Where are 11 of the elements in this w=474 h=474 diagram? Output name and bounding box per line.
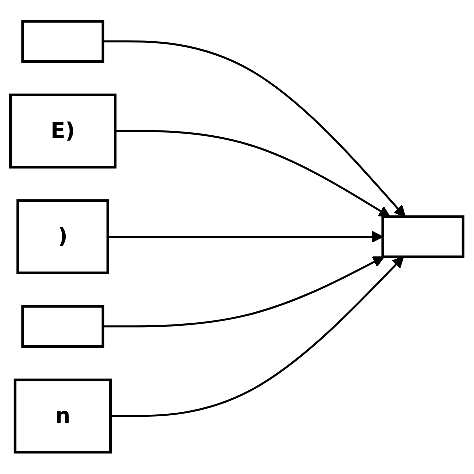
arrow xyxy=(110,256,404,418)
arrow xyxy=(115,130,391,218)
node-box: n xyxy=(14,378,112,454)
node-box: E) xyxy=(9,94,117,169)
node-box xyxy=(22,20,105,64)
node-box: ) xyxy=(16,200,110,274)
arrow xyxy=(103,40,406,218)
arrow xyxy=(103,256,385,328)
arrow xyxy=(108,231,384,243)
node-box xyxy=(382,216,465,258)
node-box xyxy=(22,305,105,348)
